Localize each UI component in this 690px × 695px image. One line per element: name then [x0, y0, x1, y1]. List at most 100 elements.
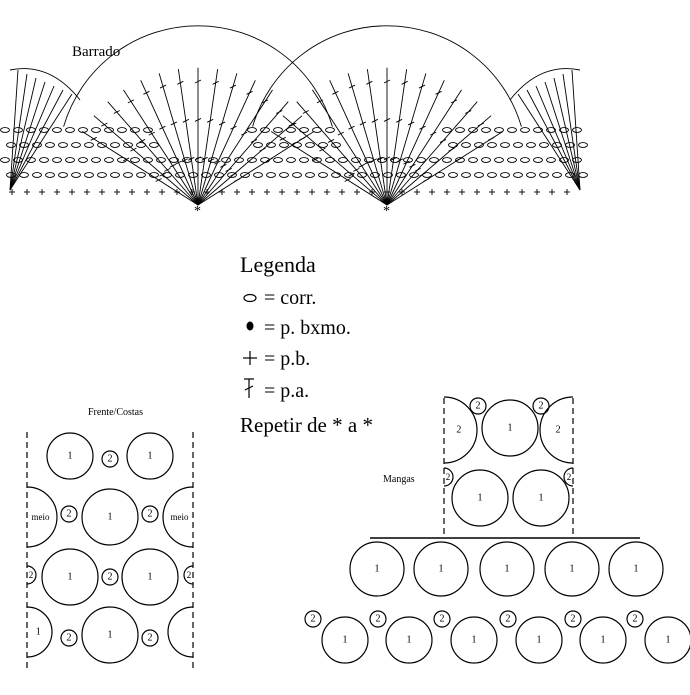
base-stitch: [399, 189, 405, 195]
chain-loop: [292, 172, 302, 178]
base-stitch: [24, 189, 30, 195]
chain-loop: [572, 157, 582, 163]
chain-loop: [286, 157, 296, 163]
motif-label: meio: [171, 512, 189, 522]
chain-loop: [565, 142, 575, 148]
motif-small: 2: [60, 505, 78, 523]
chain-loop: [117, 127, 127, 133]
base-stitch: [534, 189, 540, 195]
base-stitch: [294, 189, 300, 195]
base-stitch: [444, 189, 450, 195]
motif-large: 1: [481, 399, 539, 457]
motif-large: 1: [608, 541, 664, 597]
chain-loop: [286, 127, 296, 133]
chain-loop: [227, 172, 237, 178]
chain-loop: [13, 127, 23, 133]
motif-small: 2: [304, 610, 322, 628]
chain-loop: [149, 172, 159, 178]
motif-label: 1: [343, 635, 348, 646]
chain-loop: [500, 172, 510, 178]
base-stitch: [204, 189, 210, 195]
chain-loop: [195, 157, 205, 163]
chain-loop: [175, 172, 185, 178]
chain-loop: [13, 157, 23, 163]
chain-loop: [318, 172, 328, 178]
chain-loop: [331, 172, 341, 178]
chain-loop: [318, 142, 328, 148]
chain-loop: [526, 172, 536, 178]
chain-loop: [377, 157, 387, 163]
motif-small: 2: [564, 610, 582, 628]
base-stitch: [189, 189, 195, 195]
chain-loop: [123, 172, 133, 178]
chain-stitch-icon: [243, 293, 257, 303]
chain-loop: [39, 157, 49, 163]
chain-loop: [344, 172, 354, 178]
chain-loop: [45, 142, 55, 148]
chain-loop: [52, 157, 62, 163]
chain-loop: [520, 127, 530, 133]
chain-loop: [409, 172, 419, 178]
motif-label: 1: [634, 564, 639, 575]
repeat-mark-left: *: [194, 204, 201, 219]
base-stitch: [474, 189, 480, 195]
motif-label: 2: [446, 472, 451, 482]
chain-loop: [305, 172, 315, 178]
chain-loop: [162, 172, 172, 178]
chain-loop: [370, 172, 380, 178]
motif-label: 2: [148, 633, 153, 644]
motif-label: 1: [375, 564, 380, 575]
slip-stitch-icon: [246, 321, 254, 331]
motif-small: 2: [626, 610, 644, 628]
motif-label: 2: [311, 614, 316, 625]
base-stitch: [99, 189, 105, 195]
chain-loop: [39, 127, 49, 133]
chain-loop: [481, 157, 491, 163]
chain-loop: [253, 172, 263, 178]
chain-loop: [461, 142, 471, 148]
base-stitch: [9, 189, 15, 195]
motif-small: 2: [141, 629, 159, 647]
chain-loop: [494, 157, 504, 163]
base-stitch: [339, 189, 345, 195]
motif-large: 1: [644, 616, 690, 664]
motif-label: 1: [148, 572, 153, 583]
chain-loop: [97, 142, 107, 148]
base-stitch: [519, 189, 525, 195]
chain-loop: [273, 157, 283, 163]
border-fan-partial: [9, 68, 81, 191]
base-stitch: [309, 189, 315, 195]
motif-label: 2: [148, 509, 153, 520]
chain-loop: [292, 142, 302, 148]
base-stitch: [324, 189, 330, 195]
motif-label: 2: [108, 572, 113, 583]
chain-loop: [32, 142, 42, 148]
front-back-title: Frente/Costas: [88, 407, 143, 418]
motif-label: 2: [67, 509, 72, 520]
motif-label: 1: [570, 564, 575, 575]
motif-label: 1: [508, 423, 513, 434]
chain-loop: [331, 142, 341, 148]
motif-half: 2: [183, 565, 194, 585]
motif-label: 1: [108, 512, 113, 523]
motif-large: 1: [479, 541, 535, 597]
chain-loop: [156, 157, 166, 163]
motif-label: 1: [36, 627, 41, 638]
motif-small: 2: [499, 610, 517, 628]
chain-loop: [169, 157, 179, 163]
base-stitch: [429, 189, 435, 195]
chain-loop: [565, 172, 575, 178]
chain-loop: [500, 142, 510, 148]
base-stitch: [369, 189, 375, 195]
motif-label: 2: [67, 633, 72, 644]
chain-loop: [533, 157, 543, 163]
motif-label: 2: [567, 472, 572, 482]
chain-loop: [78, 157, 88, 163]
base-stitch: [414, 189, 420, 195]
double-crochet-icon: [244, 378, 254, 398]
chain-loop: [546, 127, 556, 133]
border-fan: [252, 25, 522, 206]
